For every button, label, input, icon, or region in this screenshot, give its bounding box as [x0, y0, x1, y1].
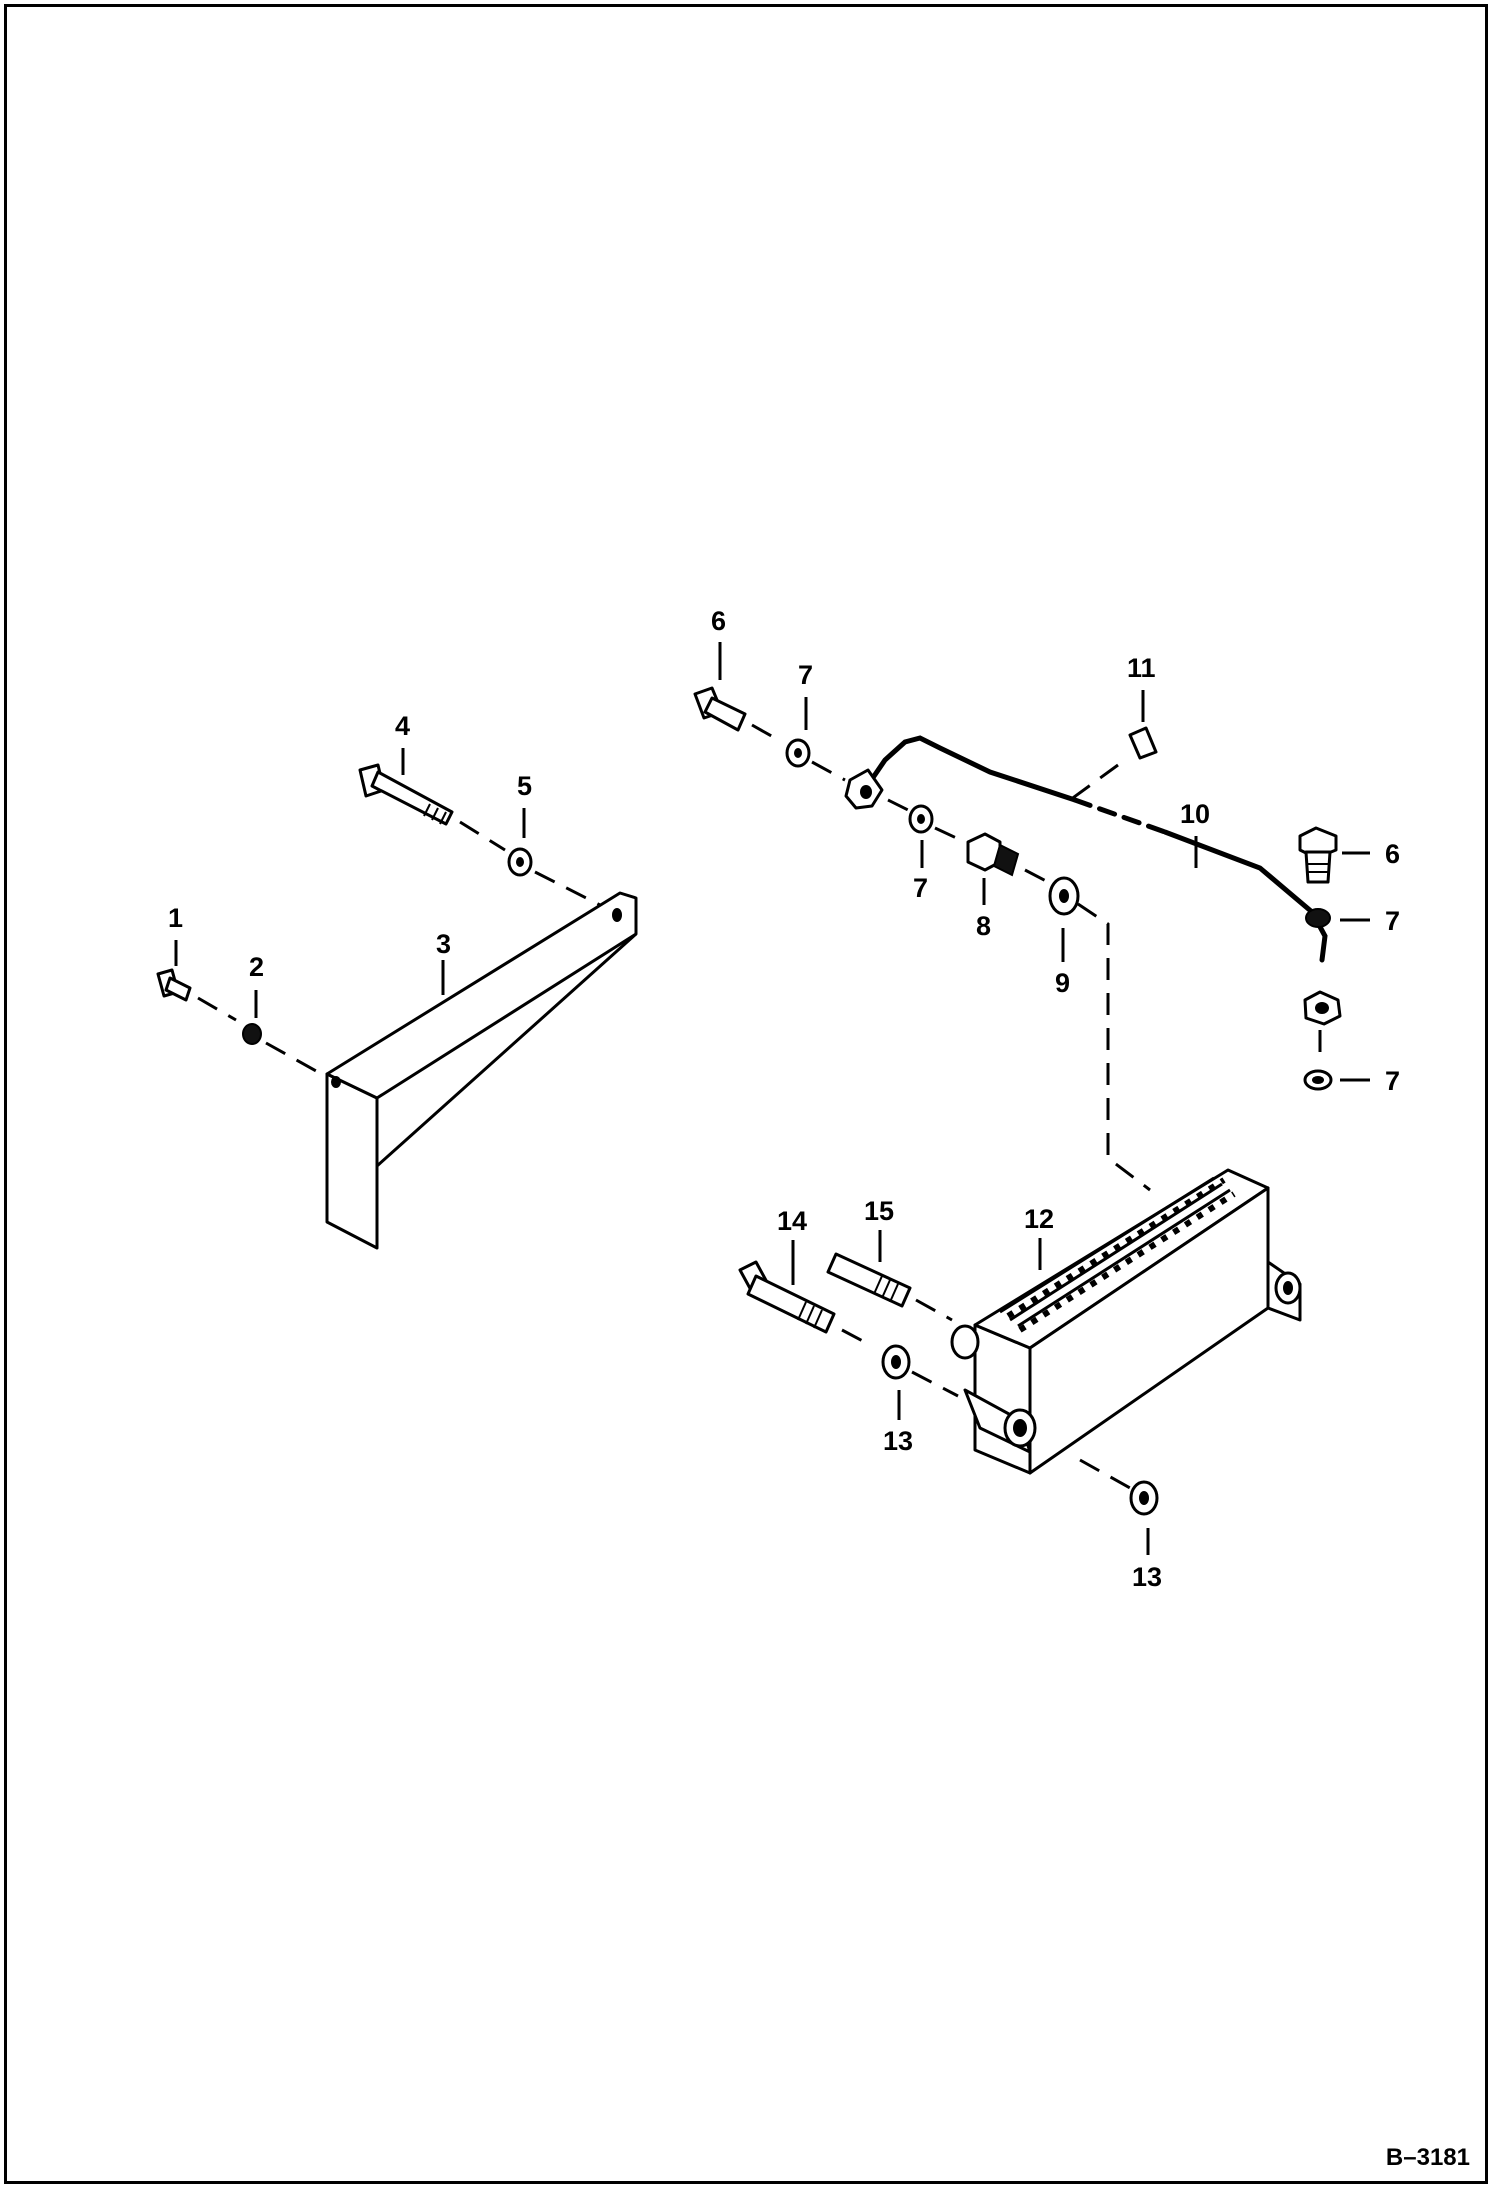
dash-5-bracket [534, 870, 601, 907]
dash-9-cooler [1077, 902, 1151, 1192]
dash-7b-8 [934, 826, 966, 844]
dash-1-2 [197, 996, 237, 1022]
callout-14: 14 [777, 1206, 807, 1236]
callout-8: 8 [976, 911, 991, 941]
dash-eye-7b [887, 798, 909, 812]
oil-cooler-part-12 [950, 1168, 1302, 1475]
callout-6b: 6 [1385, 839, 1400, 869]
callout-4: 4 [395, 711, 410, 741]
dash-7-eye [811, 760, 846, 782]
oil-line-part-10 [844, 735, 1342, 1026]
washer-part-7a [785, 738, 811, 768]
washer-part-7c [1305, 908, 1331, 928]
banjo-bolt-part-6b [1298, 826, 1338, 884]
bolt-part-14 [738, 1260, 836, 1334]
dash-6-7 [751, 723, 783, 744]
drawing-border [4, 4, 1488, 2184]
banjo-bolt-part-6a [693, 686, 747, 732]
bracket [325, 891, 638, 1250]
dash-2-bracket [265, 1041, 319, 1074]
figure-id: B–3181 [1385, 2144, 1470, 2171]
stud-part-15 [826, 1252, 912, 1308]
bolt-part-4 [358, 763, 454, 826]
callout-1: 1 [168, 903, 183, 933]
dash-15-cooler [915, 1298, 953, 1322]
dash-11-line [1069, 763, 1119, 802]
callout-7b: 7 [913, 873, 928, 903]
washer-part-13b [1129, 1480, 1159, 1516]
washer-part-5 [507, 847, 533, 877]
callout-11: 11 [1127, 653, 1156, 683]
callout-15: 15 [864, 1196, 894, 1226]
callout-7c: 7 [1385, 906, 1400, 936]
callout-2: 2 [249, 952, 264, 982]
washer-part-7b [908, 804, 934, 834]
dash-13a-cooler [911, 1370, 959, 1398]
sleeve-part-11 [1128, 726, 1158, 760]
dash-4-5 [459, 820, 506, 852]
washer-part-7d [1303, 1069, 1333, 1091]
washer-part-13a [881, 1344, 911, 1380]
callout-13a: 13 [883, 1426, 913, 1456]
callout-13b: 13 [1132, 1562, 1162, 1592]
callout-6a: 6 [711, 606, 726, 636]
dash-8-9 [1024, 868, 1049, 884]
washer-part-2 [242, 1023, 262, 1045]
callout-7d: 7 [1385, 1066, 1400, 1096]
callout-3: 3 [436, 929, 451, 959]
dash-cooler-13b [1079, 1458, 1131, 1490]
dash-14-13 [841, 1328, 873, 1348]
bolt-part-1 [156, 968, 192, 1002]
washer-part-9 [1048, 876, 1080, 916]
fitting-part-8 [966, 832, 1020, 877]
callout-7a: 7 [798, 660, 813, 690]
callout-10: 10 [1180, 799, 1210, 829]
callout-12: 12 [1024, 1204, 1054, 1234]
callout-5: 5 [517, 771, 532, 801]
callout-9: 9 [1055, 968, 1070, 998]
